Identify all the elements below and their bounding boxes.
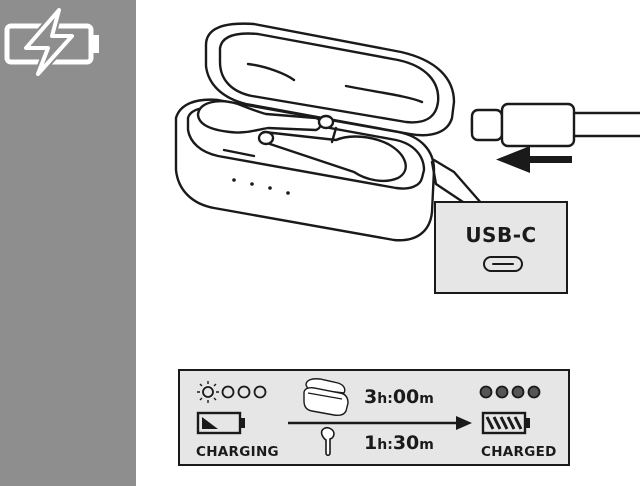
charging-illustration [174,22,640,242]
case-lid-drawing [204,22,456,137]
progress-arrow [288,416,472,430]
earbud-icon [320,427,335,457]
usb-c-port-icon [483,256,523,272]
led-blinking-first-icon [197,381,267,403]
battery-low-icon [196,411,245,435]
diagram-area: USB-C [136,0,640,486]
charged-status-label: CHARGED [481,444,557,460]
charging-info-graphics [196,378,541,457]
led-all-on-icon [479,385,541,399]
charging-status-label: CHARGING [196,444,279,460]
usb-c-cable-drawing [470,102,640,148]
usb-c-callout: USB-C [434,201,568,294]
earbud-left-drawing [196,100,335,134]
case-charge-time: 3h:00m [364,386,434,408]
usb-c-label: USB-C [465,223,537,247]
earbud-right-drawing [257,126,407,183]
sidebar [0,0,136,486]
callout-leaders [430,158,484,206]
charging-info-panel: CHARGING CHARGED 3h:00m 1h:30m [178,369,570,466]
charging-case-icon [303,378,349,417]
case-led-dots [232,178,290,195]
earbud-charge-time: 1h:30m [364,432,434,454]
battery-charging-icon [4,6,99,76]
battery-full-icon [481,411,530,435]
insert-arrow [496,146,572,173]
